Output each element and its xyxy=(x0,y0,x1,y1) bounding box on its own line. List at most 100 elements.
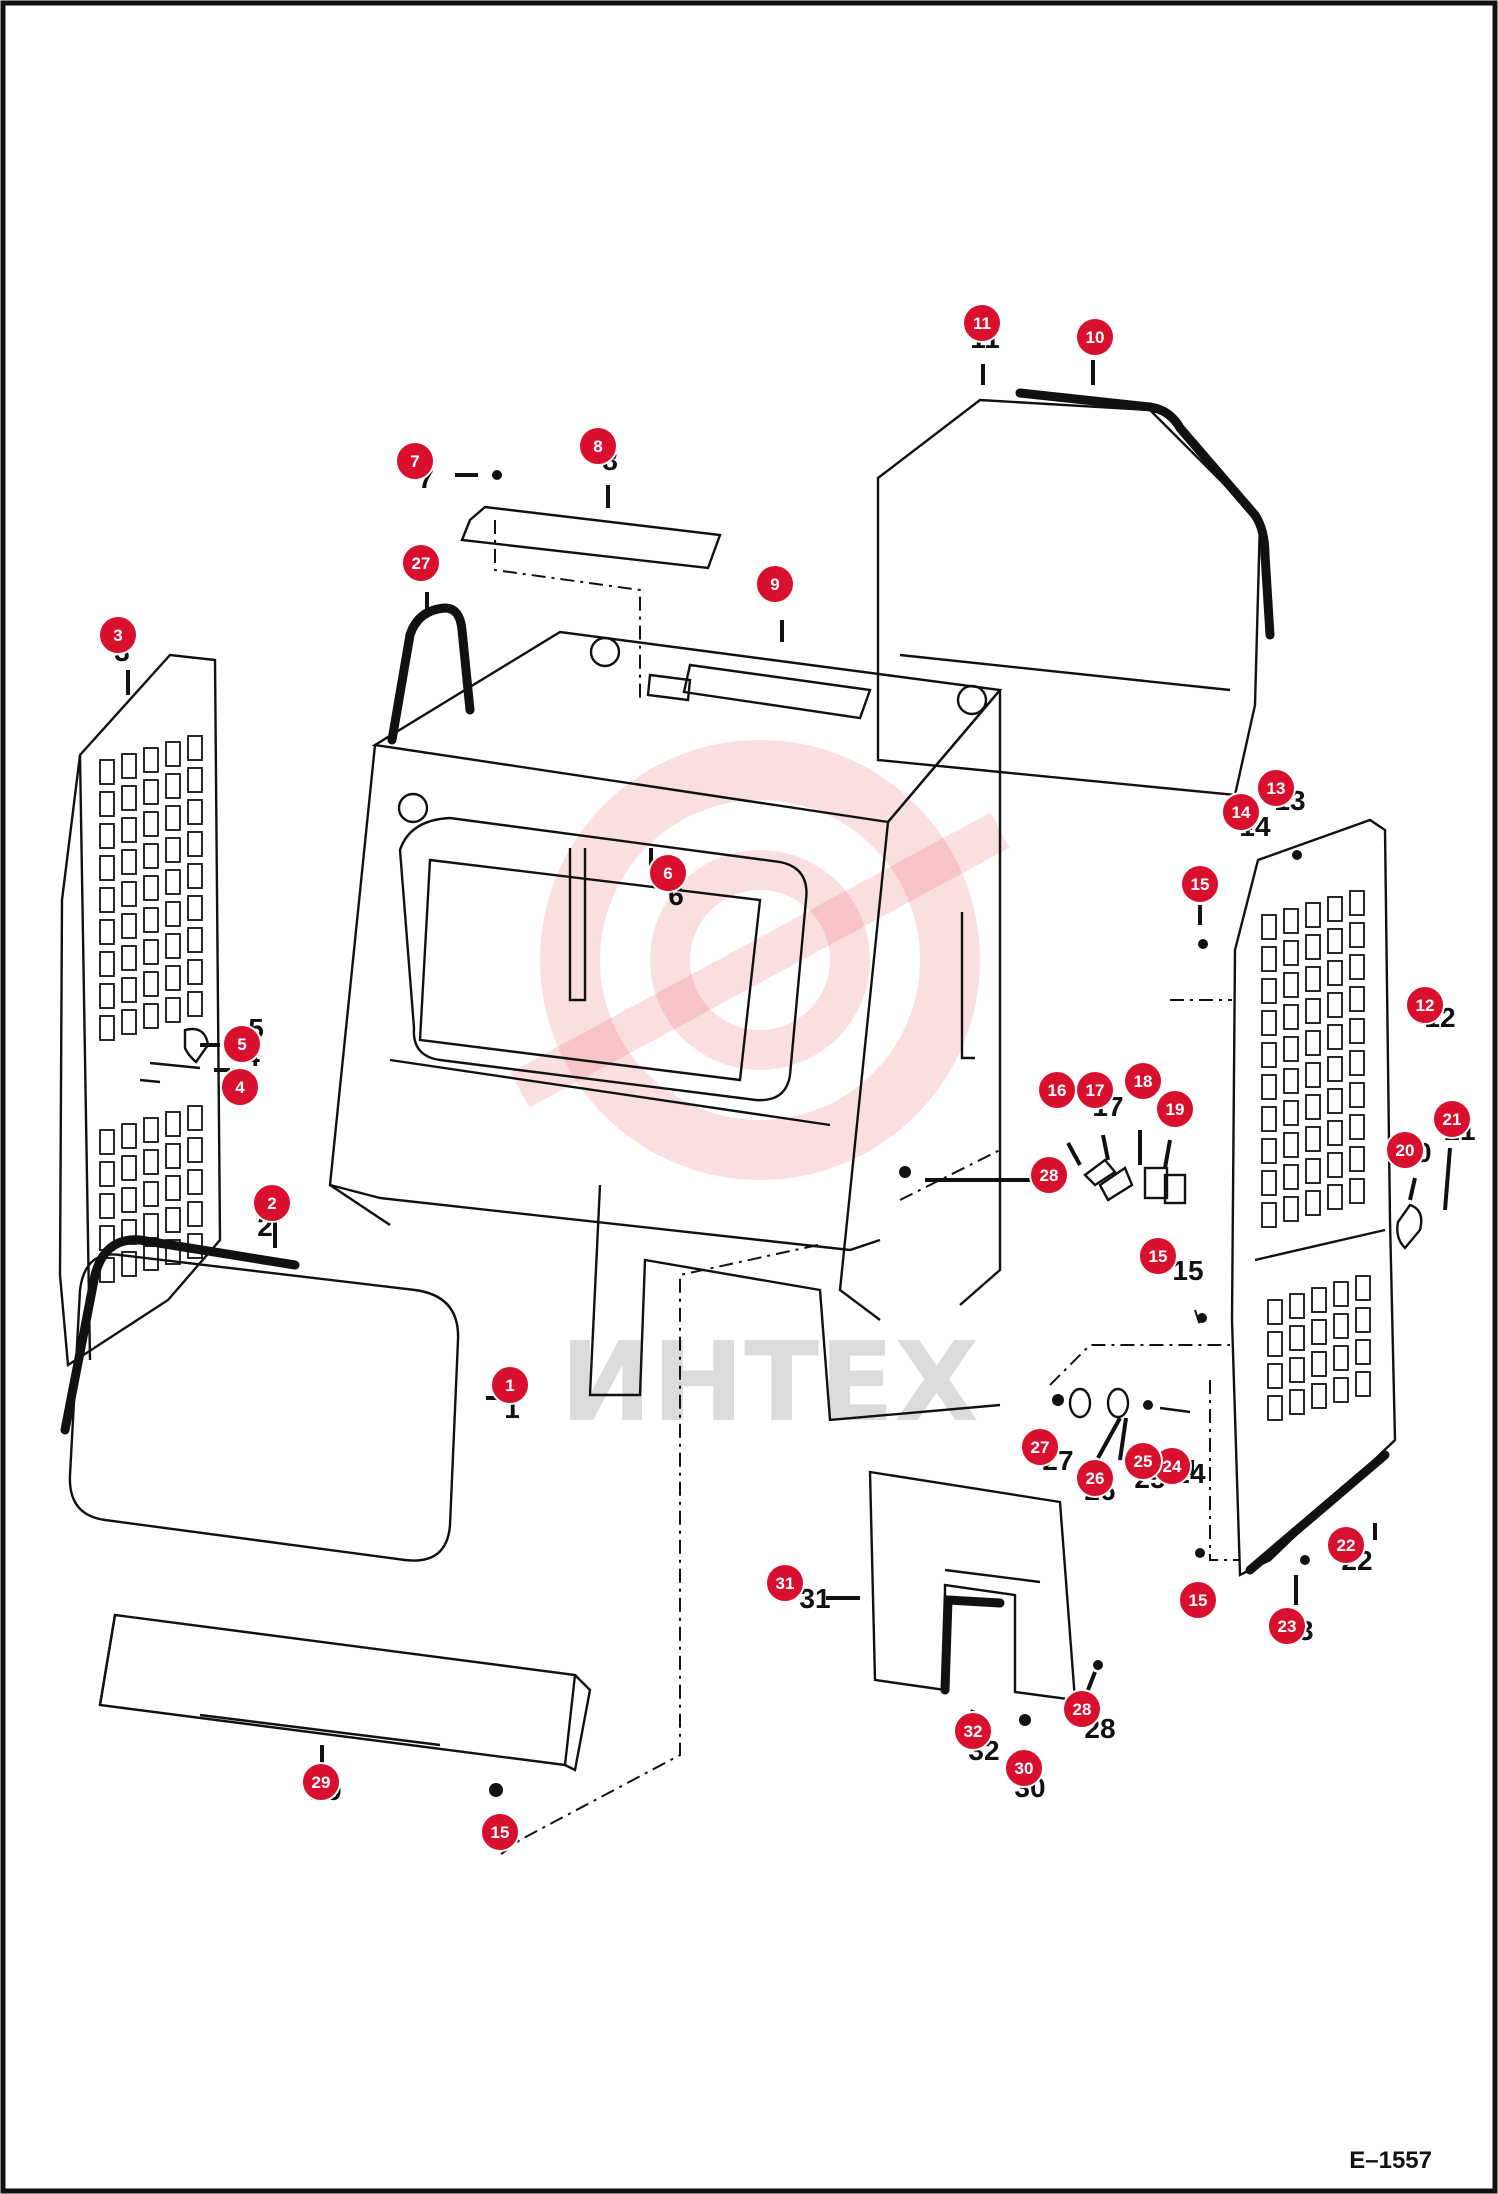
callout-4[interactable]: 4 xyxy=(220,1067,260,1107)
callout-number: 16 xyxy=(1048,1081,1067,1100)
callout-10[interactable]: 10 xyxy=(1075,317,1115,357)
grill-slot xyxy=(1305,998,1321,1024)
callout-badge xyxy=(1432,1099,1472,1139)
grill-slot xyxy=(143,1117,159,1143)
grill-slot xyxy=(187,1201,203,1227)
callout-6[interactable]: 6 xyxy=(648,853,688,893)
grill-slot xyxy=(121,785,137,811)
grill-slot xyxy=(187,959,203,985)
callout-number: 15 xyxy=(1191,875,1210,894)
grill-slot xyxy=(99,855,115,881)
callout-20[interactable]: 20 xyxy=(1385,1130,1425,1170)
grill-slot xyxy=(165,869,181,895)
callout-22[interactable]: 22 xyxy=(1326,1525,1366,1565)
callout-12[interactable]: 12 xyxy=(1405,985,1445,1025)
callout-26[interactable]: 26 xyxy=(1075,1458,1115,1498)
callout-31[interactable]: 31 xyxy=(765,1563,805,1603)
callout-badge xyxy=(401,543,441,583)
callout-21[interactable]: 21 xyxy=(1432,1099,1472,1139)
callout-badge xyxy=(1062,1689,1102,1729)
callout-number: 10 xyxy=(1086,328,1105,347)
grill-slot xyxy=(165,933,181,959)
grill-slot xyxy=(1267,1299,1283,1325)
grill-slot xyxy=(121,1123,137,1149)
grill-slot xyxy=(165,773,181,799)
grill-slot xyxy=(187,799,203,825)
callout-28[interactable]: 28 xyxy=(1062,1689,1102,1729)
callout-15[interactable]: 15 xyxy=(1180,864,1220,904)
grill-slot xyxy=(187,831,203,857)
callout-27[interactable]: 27 xyxy=(401,543,441,583)
callout-27[interactable]: 27 xyxy=(1020,1427,1060,1467)
callout-number: 26 xyxy=(1086,1469,1105,1488)
hinge-parts xyxy=(1052,1158,1423,1419)
grill-slot xyxy=(1283,1100,1299,1126)
grill-slot xyxy=(99,887,115,913)
callout-16[interactable]: 16 xyxy=(1037,1070,1077,1110)
callout-13[interactable]: 13 xyxy=(1256,768,1296,808)
callout-15[interactable]: 15 xyxy=(480,1812,520,1852)
callout-8[interactable]: 8 xyxy=(578,426,618,466)
grill-slot xyxy=(99,1193,115,1219)
callout-28[interactable]: 28 xyxy=(1029,1155,1069,1195)
callout-number: 13 xyxy=(1267,779,1286,798)
callout-15[interactable]: 15 xyxy=(1138,1236,1178,1276)
grill-slot xyxy=(143,1149,159,1175)
callout-17[interactable]: 17 xyxy=(1075,1070,1115,1110)
grill-slot xyxy=(1305,1030,1321,1056)
callout-number: 7 xyxy=(410,452,419,471)
callout-badge xyxy=(490,1365,530,1405)
callout-9[interactable]: 9 xyxy=(755,564,795,604)
callout-30[interactable]: 30 xyxy=(1004,1748,1044,1788)
grill-slot xyxy=(1327,896,1343,922)
callout-2[interactable]: 2 xyxy=(252,1183,292,1223)
grill-slot xyxy=(1349,1050,1365,1076)
callout-badge xyxy=(578,426,618,466)
callout-15[interactable]: 15 xyxy=(1178,1580,1218,1620)
callout-1[interactable]: 1 xyxy=(490,1365,530,1405)
grill-slot xyxy=(121,1155,137,1181)
callout-18[interactable]: 18 xyxy=(1123,1061,1163,1101)
callout-badge xyxy=(252,1183,292,1223)
callout-5[interactable]: 5 xyxy=(222,1024,262,1064)
grill-slot xyxy=(1289,1389,1305,1415)
grill-slot xyxy=(1327,1184,1343,1210)
grill-slot xyxy=(1289,1293,1305,1319)
grill-slot xyxy=(121,1251,137,1277)
callout-number: 1 xyxy=(505,1376,514,1395)
callout-number: 12 xyxy=(1416,996,1435,1015)
grill-slot xyxy=(1311,1351,1327,1377)
callout-11[interactable]: 11 xyxy=(962,303,1002,343)
callout-badge xyxy=(1256,768,1296,808)
grill-slot xyxy=(143,1213,159,1239)
grill-slot xyxy=(1355,1275,1371,1301)
callout-badge xyxy=(1123,1061,1163,1101)
callout-3[interactable]: 3 xyxy=(98,615,138,655)
callout-number: 29 xyxy=(312,1773,331,1792)
grill-slot xyxy=(121,977,137,1003)
callout-badge xyxy=(1123,1441,1163,1481)
grill-slot xyxy=(1349,1146,1365,1172)
grill-slot xyxy=(143,811,159,837)
callout-14[interactable]: 14 xyxy=(1221,792,1261,832)
callout-7[interactable]: 7 xyxy=(395,441,435,481)
grill-slot xyxy=(1289,1325,1305,1351)
callout-23[interactable]: 23 xyxy=(1267,1606,1307,1646)
grill-slot xyxy=(1261,978,1277,1004)
callout-number: 19 xyxy=(1166,1100,1185,1119)
grill-slot xyxy=(1355,1339,1371,1365)
callout-19[interactable]: 19 xyxy=(1155,1089,1195,1129)
callout-32[interactable]: 32 xyxy=(953,1711,993,1751)
top-plate xyxy=(460,470,722,570)
callout-number: 28 xyxy=(1040,1166,1059,1185)
grill-slot xyxy=(121,913,137,939)
grill-slot xyxy=(1305,1158,1321,1184)
callout-25[interactable]: 25 xyxy=(1123,1441,1163,1481)
grill-slot xyxy=(99,951,115,977)
assembly-lines xyxy=(494,520,1240,1856)
callout-29[interactable]: 29 xyxy=(301,1762,341,1802)
callout-number: 28 xyxy=(1073,1700,1092,1719)
grill-slot xyxy=(1261,914,1277,940)
grill-slot xyxy=(1261,1202,1277,1228)
